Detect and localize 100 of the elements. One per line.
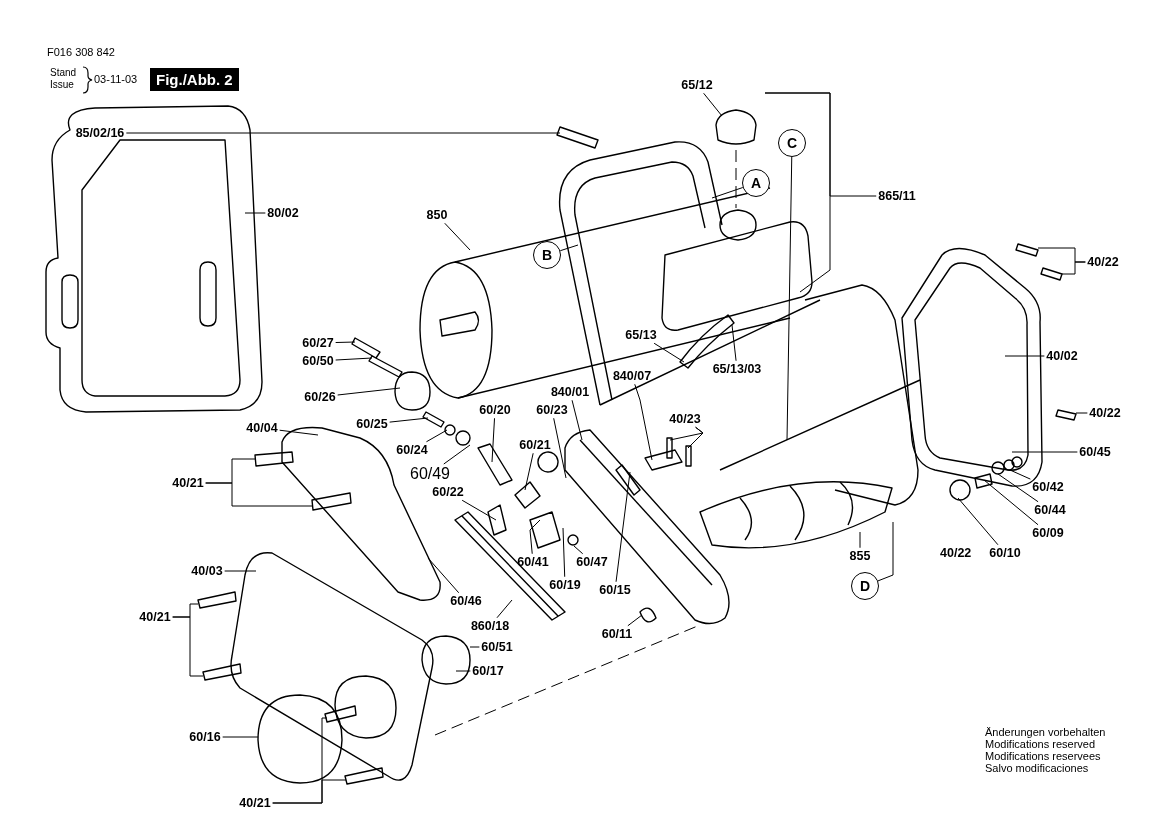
- callout-number: 60/10: [989, 546, 1021, 560]
- leader-line: [443, 444, 471, 465]
- leader-line: [444, 222, 471, 251]
- part-number: F016 308 842: [47, 47, 115, 58]
- leader-line: [427, 557, 460, 594]
- note-text: Modifications reservees: [985, 751, 1101, 762]
- leader-line: [279, 429, 319, 436]
- circled-letter: D: [851, 572, 879, 600]
- callout-number: 60/22: [432, 485, 464, 499]
- leader-line: [337, 387, 401, 396]
- leader-line: [997, 473, 1039, 503]
- callout-number: 60/20: [479, 403, 511, 417]
- callout-number: 60/50: [302, 354, 334, 368]
- leader-line: [1009, 469, 1031, 480]
- callout-number: 60/19: [549, 578, 581, 592]
- leader-line: [859, 531, 861, 549]
- leader-line: [125, 132, 561, 134]
- leader-line: [172, 616, 204, 677]
- note-text: Modifications reserved: [985, 739, 1096, 750]
- callout-number: 65/13: [625, 328, 657, 342]
- leader-line: [615, 471, 631, 583]
- callout-number: 40/23: [669, 412, 701, 426]
- leader-line: [272, 779, 347, 804]
- leader-line: [524, 452, 534, 491]
- callout-number: 60/25: [356, 417, 388, 431]
- header-text: Stand: [50, 68, 77, 78]
- callout-number: 60/49: [410, 466, 450, 482]
- leader-line: [786, 156, 793, 441]
- callout-number: 60/15: [599, 583, 631, 597]
- callout-number: 60/21: [519, 438, 551, 452]
- leader-line: [491, 417, 495, 463]
- leader-line: [731, 324, 737, 362]
- leader-line: [1061, 261, 1086, 275]
- callout-number: 80/02: [267, 206, 299, 220]
- callout-number: 60/16: [189, 730, 221, 744]
- leader-line: [529, 519, 541, 555]
- note-text: Salvo modificaciones: [985, 763, 1089, 774]
- leader-line: [222, 736, 259, 738]
- callout-number: 65/13/03: [712, 362, 762, 376]
- leader-line: [653, 342, 685, 363]
- leader-line: [711, 187, 744, 199]
- leader-line: [562, 527, 566, 578]
- leader-line: [224, 570, 257, 572]
- leader-line: [1011, 451, 1078, 453]
- callout-number: 60/46: [450, 594, 482, 608]
- leader-line: [1075, 412, 1088, 414]
- leader-line: [389, 417, 429, 423]
- callout-number: 850: [426, 208, 448, 222]
- callout-number: 855: [849, 549, 871, 563]
- callout-number: 40/22: [1089, 406, 1121, 420]
- callout-number: 40/03: [191, 564, 223, 578]
- leader-line: [425, 429, 448, 443]
- callout-number: 60/51: [481, 640, 513, 654]
- leader-line: [687, 426, 704, 449]
- leader-line: [764, 92, 877, 293]
- leader-line: [1004, 355, 1045, 357]
- callout-number: 860/18: [470, 619, 510, 633]
- leader-line: [559, 244, 579, 252]
- leader-line: [205, 482, 314, 507]
- callout-number: 40/21: [239, 796, 271, 810]
- date-label: 03-11-03: [94, 74, 138, 85]
- callout-number: 60/26: [304, 390, 336, 404]
- leader-line: [634, 383, 653, 461]
- leader-line: [335, 341, 356, 343]
- callout-number: 60/09: [1032, 526, 1064, 540]
- callout-number: 40/04: [246, 421, 278, 435]
- leader-line: [496, 599, 513, 619]
- leader-line: [553, 417, 567, 479]
- circled-letter: A: [742, 169, 770, 197]
- note-text: Änderungen vorbehalten: [985, 727, 1106, 738]
- callout-number: 40/02: [1046, 349, 1078, 363]
- leader-line: [455, 670, 471, 672]
- callout-number: 60/42: [1032, 480, 1064, 494]
- leader-line: [877, 521, 894, 582]
- leader-line: [983, 479, 1039, 526]
- leader-line: [573, 545, 584, 555]
- callout-number: 85/02/16: [75, 126, 125, 140]
- callout-number: 40/21: [139, 610, 171, 624]
- callout-number: 40/21: [172, 476, 204, 490]
- callout-number: 60/11: [601, 627, 633, 641]
- callout-number: 60/24: [396, 443, 428, 457]
- leader-line: [469, 646, 480, 648]
- leader-line: [627, 614, 643, 627]
- callout-number: 840/07: [612, 369, 652, 383]
- callout-number: 60/47: [576, 555, 608, 569]
- callout-number: 40/22: [940, 547, 972, 560]
- header-text: Issue: [50, 80, 74, 90]
- callout-number: 60/27: [302, 336, 334, 350]
- callout-number: 60/23: [536, 403, 568, 417]
- callout-number: 60/45: [1079, 445, 1111, 459]
- leader-line: [703, 92, 723, 117]
- circled-letter: C: [778, 129, 806, 157]
- leader-line: [571, 399, 583, 441]
- leader-line: [957, 497, 999, 546]
- leader-line: [244, 212, 266, 214]
- callout-number: 840/01: [550, 385, 590, 399]
- leader-line: [335, 357, 373, 361]
- callout-number: 60/17: [472, 664, 504, 678]
- callout-number: 65/12: [681, 78, 713, 92]
- figure-title: Fig./Abb. 2: [150, 68, 239, 91]
